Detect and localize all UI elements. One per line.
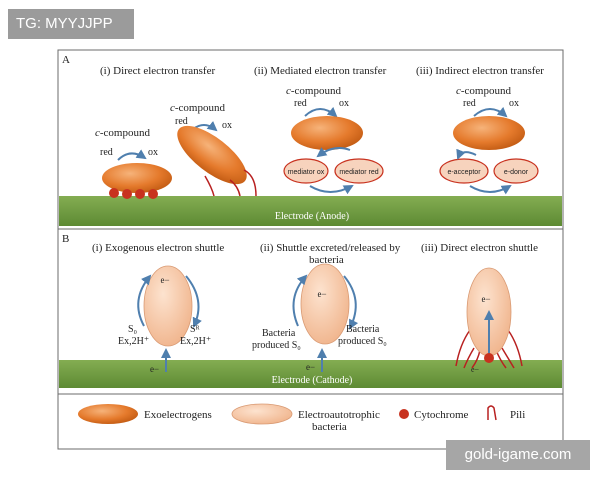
red-label-2: red [175,116,188,127]
red-label-4: red [463,98,476,109]
electron-label-1: e− [160,275,169,285]
compound-label-3: c-compound [286,85,341,97]
exoelectrogen-cell-3 [291,116,363,150]
electron-label-5: e− [481,294,490,304]
cytochrome-5 [484,353,494,363]
compound-label-1: c-compound [95,127,150,139]
legend-pili: Pili [510,409,525,421]
legend-cytochrome-swatch [399,409,409,419]
mediator-ox-label: mediator ox [288,169,325,176]
panel-b-title-2b: bacteria [309,254,344,266]
ox-label-2: ox [222,120,232,131]
bacteria-label-1: Bacteria [262,328,296,339]
mediator-red-label: mediator red [339,169,378,176]
excreted-shuttle-group: e− Bacteria produced S₀ Bacteria produce… [252,263,387,372]
tag-label: TG: MYYJJPP [8,9,134,39]
panel-b-title-3: (iii) Direct electron shuttle [421,242,538,254]
compound-label-2: c-compound [170,102,225,114]
legend-exoelectrogens: Exoelectrogens [144,409,212,421]
panel-a-title-3: (iii) Indirect electron transfer [416,65,544,77]
ex2h-label-1: Ex,2H⁺ [118,336,149,347]
pili-2 [229,179,241,197]
produced-s0-label-1: produced S₀ [252,340,301,351]
pili-1 [204,175,215,197]
mediator-ox-oval [283,158,329,184]
mediator-red-oval [334,158,384,184]
panel-a-title-1: (i) Direct electron transfer [100,65,215,77]
electron-label-4: e− [306,362,315,372]
legend-pili-swatch [487,405,497,421]
indirect-transfer-group: c-compound red ox e-acceptor e-donor [439,85,539,195]
red-label-1: red [100,147,113,158]
panel-a-title-2: (ii) Mediated electron transfer [254,65,387,77]
legend-electroautotrophic: Electroautotrophic [298,409,380,421]
panel-a-letter: A [62,54,70,66]
direct-transfer-group: c-compound red ox c-compound red ox [95,102,257,199]
legend-bacteria: bacteria [312,421,347,433]
panel-b-title-1: (i) Exogenous electron shuttle [92,242,224,254]
s0-label-1: S₀ [128,324,138,335]
cytochrome-2 [122,189,132,199]
red-label-3: red [294,98,307,109]
cytochrome-1 [109,188,119,198]
sr-label-1: Sᴿ [190,324,201,335]
e-acceptor-label: e-acceptor [447,169,481,176]
exogenous-shuttle-group: e− S₀ Ex,2H⁺ Sᴿ Ex,2H⁺ e− [118,265,211,374]
cytochrome-4 [148,189,158,199]
e-donor-label: e-donor [504,169,529,176]
exoelectrogen-cell-1 [102,163,172,193]
electron-label-6: e− [471,365,480,374]
exoelectrogen-cell-4 [453,116,525,150]
cathode-label: Electrode (Cathode) [272,375,353,386]
mediated-transfer-group: c-compound red ox mediator ox mediator r… [283,85,384,195]
electroautotroph-cell-1 [143,265,193,347]
e-donor-oval [493,158,539,184]
ox-label-3: ox [339,98,349,109]
bacteria-label-2: Bacteria [346,324,380,335]
legend: Exoelectrogens Electroautotrophic bacter… [78,403,525,433]
panel-b-title-2a: (ii) Shuttle excreted/released by [260,242,401,254]
compound-label-4: c-compound [456,85,511,97]
produced-s0-label-2: produced S₀ [338,336,387,347]
exoelectrogen-cell-2 [177,125,247,185]
legend-exoelectrogen-swatch [78,404,138,424]
pili-3 [243,169,257,197]
cytochrome-3 [135,189,145,199]
ox-label-4: ox [509,98,519,109]
legend-electroautotroph-swatch [231,403,293,425]
panel-b-letter: B [62,233,69,245]
watermark-label: gold-igame.com [446,440,590,470]
electroautotroph-cell-2 [300,263,350,345]
ex2h-label-2: Ex,2H⁺ [180,336,211,347]
electron-label-2: e− [150,364,159,374]
ox-label-1: ox [148,147,158,158]
anode-electrode [59,196,562,226]
cathode-electrode [59,360,562,388]
electron-label-3: e− [317,289,326,299]
anode-label: Electrode (Anode) [275,211,349,222]
direct-shuttle-group: e− e− [455,267,523,374]
legend-cytochrome: Cytochrome [414,409,468,421]
